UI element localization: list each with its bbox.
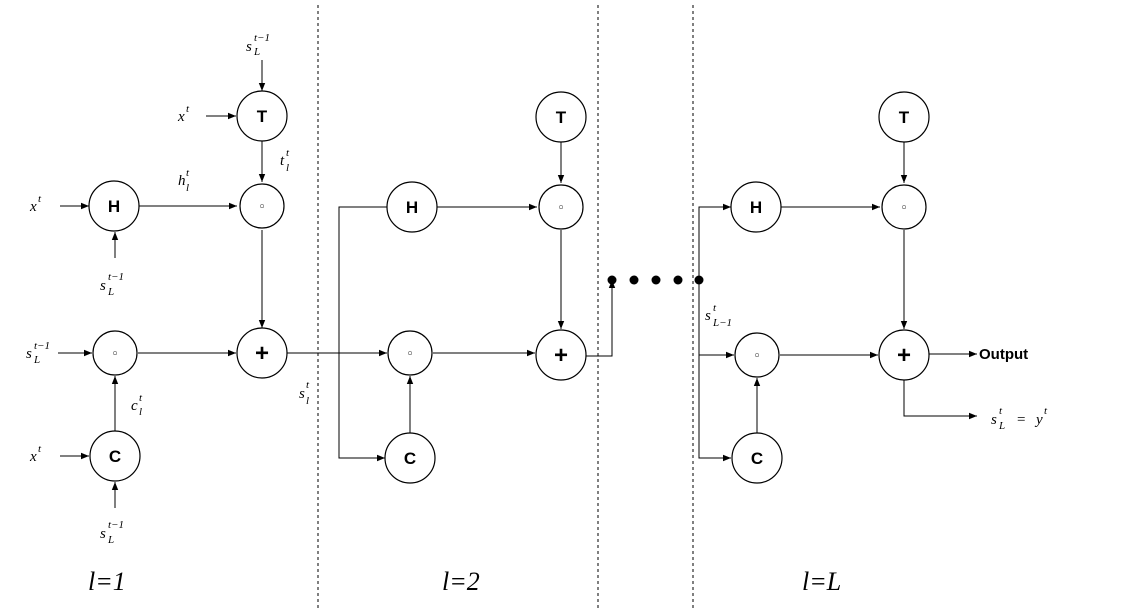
label-s-layer-L-minus-1: s t L−1 [705,302,732,329]
layer-L-sum-node: + [878,329,930,381]
svg-text:s: s [100,278,106,294]
svg-text:t: t [186,167,190,179]
layer-1-product-node-top: ◦ [239,183,285,229]
svg-text:l: l [139,406,142,418]
layer-2-transform-gate: T [535,91,587,143]
layer-L-hidden-node: H [730,181,782,233]
layer-1-carry-gate: C [89,430,141,482]
label-s-prev-carry: s t−1 L [100,519,124,546]
svg-text:l: l [186,182,189,194]
svg-text:y: y [1034,412,1043,428]
svg-text:s: s [705,308,711,324]
svg-text:H: H [750,198,762,217]
layer-1-transform-gate: T [236,90,288,142]
svg-text:l: l [286,162,289,174]
layer-L-carry-gate: C [731,432,783,484]
svg-text:L−1: L−1 [712,317,732,329]
svg-text:x: x [29,199,37,215]
svg-text:x: x [177,109,185,125]
svg-text:L: L [33,354,40,366]
layer-2-product-node-top: ◦ [538,184,584,230]
svg-text:◦: ◦ [258,200,266,215]
layer-label-L: l=L [802,567,841,596]
svg-text:t−1: t−1 [254,32,270,44]
svg-text:=: = [1017,412,1025,428]
svg-text:x: x [29,449,37,465]
svg-text:s: s [246,39,252,55]
label-h-output: h t l [178,167,190,194]
svg-text:◦: ◦ [557,201,565,216]
svg-text:T: T [899,108,910,127]
label-t-gate-output: t t l [280,147,290,174]
layer-2-product-node-bottom: ◦ [387,330,433,376]
svg-text:H: H [406,198,418,217]
svg-text:H: H [108,197,120,216]
svg-text:t: t [38,193,42,205]
layer-1-arrows [58,60,266,508]
label-c-gate-output: c t l [131,392,143,418]
svg-text:t: t [280,153,285,169]
svg-text:t: t [38,443,42,455]
svg-text:t−1: t−1 [108,271,124,283]
svg-text:+: + [897,342,911,369]
layer-L-arrows [698,142,977,462]
svg-text:L: L [107,286,114,298]
svg-text:t: t [186,103,190,115]
layer-1-hidden-node: H [88,180,140,232]
label-s-layer-1-output: s t l [299,379,310,407]
svg-text:l: l [306,395,309,407]
svg-text:t: t [286,147,290,159]
label-s-prev-hidden: s t−1 L [100,271,124,298]
svg-text:s: s [100,526,106,542]
label-x-carry: x t [29,443,42,465]
layer-L-transform-gate: T [878,91,930,143]
svg-text:T: T [556,108,567,127]
layer-L-product-node-top: ◦ [881,184,927,230]
svg-text:t: t [999,405,1003,417]
svg-text:s: s [991,412,997,428]
svg-text:◦: ◦ [111,347,119,362]
svg-text:T: T [257,107,268,126]
svg-text:◦: ◦ [900,201,908,216]
svg-text:c: c [131,398,138,414]
svg-text:t: t [139,392,143,404]
layer-label-2: l=2 [442,567,480,596]
label-s-prev-top: s t−1 L [246,32,270,58]
svg-text:t−1: t−1 [108,519,124,531]
svg-text:L: L [107,534,114,546]
svg-text:◦: ◦ [753,349,761,364]
layer-1-sum-node: + [236,327,288,379]
label-x-transform: x t [177,103,190,125]
layer-label-1: l=1 [88,567,126,596]
label-s-L-equals-y: s t L = y t [991,405,1048,432]
layer-2-hidden-node: H [386,181,438,233]
svg-text:t−1: t−1 [34,340,50,352]
svg-text:t: t [713,302,717,314]
output-label: Output [979,346,1028,363]
ellipsis-dots [607,275,704,285]
svg-text:s: s [26,346,32,362]
svg-text:+: + [554,342,568,369]
svg-text:L: L [998,420,1005,432]
svg-text:◦: ◦ [406,347,414,362]
svg-text:t: t [1044,405,1048,417]
svg-text:L: L [253,46,260,58]
svg-text:C: C [404,449,416,468]
svg-text:C: C [751,449,763,468]
svg-text:+: + [255,340,269,367]
svg-text:h: h [178,173,186,189]
svg-text:C: C [109,447,121,466]
layer-2-carry-gate: C [384,432,436,484]
label-x-hidden: x t [29,193,42,215]
layer-L-product-node-bottom: ◦ [734,332,780,378]
layer-1-product-node-bottom: ◦ [92,330,138,376]
layer-2-sum-node: + [535,329,587,381]
svg-text:t: t [306,379,310,391]
svg-text:s: s [299,386,305,402]
label-s-prev-carry-in: s t−1 L [26,340,50,366]
layer-2-arrows [287,142,616,462]
